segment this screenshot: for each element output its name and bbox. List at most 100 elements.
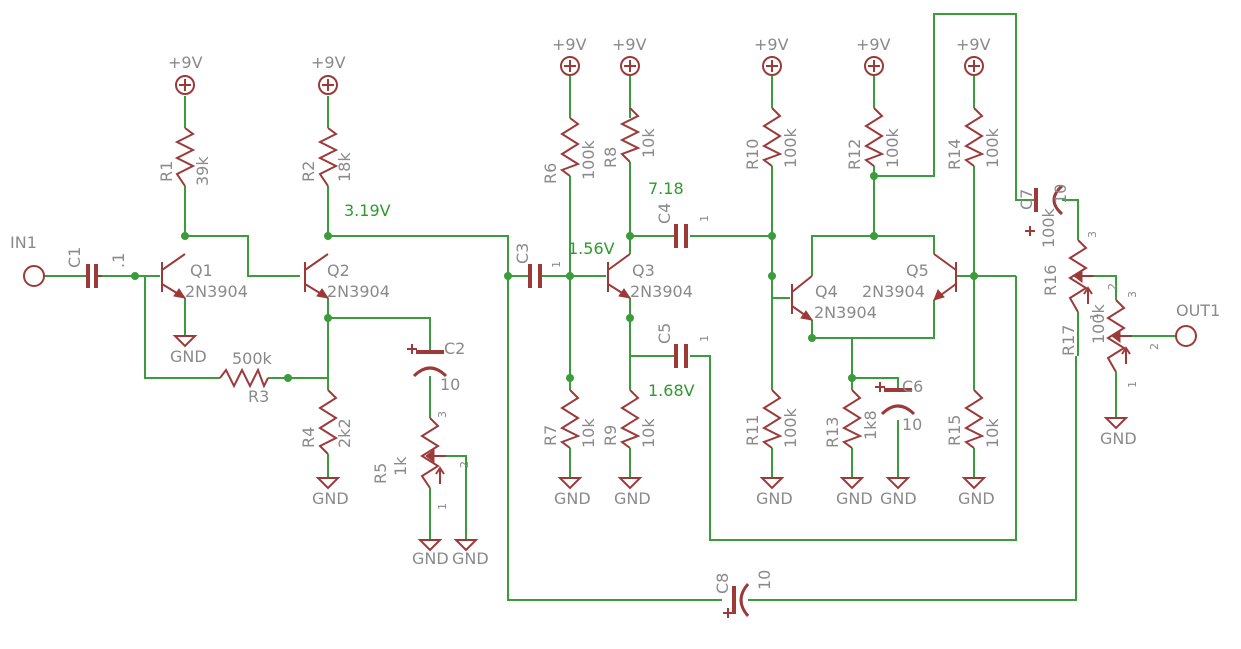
q5-part: 2N3904 [862,282,925,301]
supply-5 [762,56,782,76]
r7-label: R7 [541,425,560,446]
q5-symbol [933,253,957,301]
r3-symbol [219,367,269,389]
r9-symbol [619,389,641,449]
supply-label-5: +9V [754,35,789,54]
r17-pin2: 2 [1148,343,1161,350]
r2-value: 18k [335,152,354,182]
gnd-r7 [557,477,583,490]
supply-6 [864,56,884,76]
r5-pot [420,417,446,489]
gnd-label-r15: GND [958,489,995,508]
r3-value: 500k [232,349,273,368]
c3-value: 1 [550,261,563,268]
q3-part: 2N3904 [630,282,693,301]
gnd-r15 [961,477,987,490]
connectors [23,265,1197,347]
r6-symbol [559,117,581,177]
gnd-label-r17: GND [1100,429,1137,448]
r12-value: 100k [883,127,902,168]
c7-label: C7 [1017,189,1036,210]
r6-label: R6 [541,163,560,184]
supply-label-3: +9V [552,35,587,54]
voltage-q2-collector: 3.19V [344,201,391,220]
r1-label: R1 [157,161,176,182]
r16-pot [1068,239,1094,313]
r2-label: R2 [299,161,318,182]
r10-label: R10 [743,139,762,170]
r17-pin1: 1 [1126,381,1139,388]
r14-symbol [963,107,985,167]
r14-label: R14 [945,139,964,170]
c2-value: 10 [440,375,460,394]
c5-symbol [674,344,688,368]
c7-symbol [1025,184,1064,236]
r12-label: R12 [845,139,864,170]
r10-value: 100k [781,127,800,168]
c2-symbol [407,344,448,378]
c3-label: C3 [513,243,532,264]
labels: IN1 OUT1 +9V +9V +9V +9V +9V +9V +9V GND… [10,35,1220,594]
q5-label: Q5 [906,261,929,280]
q3-symbol [607,253,632,299]
c8-symbol [723,583,750,618]
c7-value: 10 [1051,184,1070,204]
c6-label: C6 [902,377,923,396]
r1-value: 39k [193,156,212,186]
q4-label: Q4 [815,282,838,301]
r13-symbol [841,389,863,449]
r9-value: 10k [639,418,658,448]
potentiometers [420,239,1132,489]
supply-label-7: +9V [956,35,991,54]
c2-label: C2 [444,339,465,358]
r11-value: 100k [781,407,800,448]
q2-symbol [304,253,330,299]
voltage-q3-emitter: 1.68V [648,381,695,400]
q4-part: 2N3904 [814,303,877,322]
r6-value: 100k [579,139,598,180]
r1-symbol [174,127,196,187]
c6-value: 10 [902,415,922,434]
r5-label: R5 [371,463,390,484]
r11-symbol [761,389,783,449]
supply-4 [620,56,640,76]
c4-label: C4 [655,203,674,224]
q4-symbol [791,275,814,321]
c5-label: C5 [655,323,674,344]
gnd-r5b [453,539,479,552]
r5-pin1: 1 [436,503,449,510]
r3-label: R3 [248,387,269,406]
r4-symbol [318,389,339,455]
c5-value: 1 [698,335,711,342]
r14-value: 100k [983,127,1002,168]
q1-label: Q1 [190,261,213,280]
c4-value: 1 [698,215,711,222]
voltage-q3-base: 1.56V [568,239,615,258]
wires [44,13,1176,601]
r8-label: R8 [601,147,620,168]
c1-label: C1 [65,247,84,268]
gnd-label-q1: GND [170,347,207,366]
gnd-label-r5b: GND [452,549,489,568]
r17-pin3: 3 [1126,291,1139,298]
capacitors [86,184,1064,618]
r17-value: 100k [1089,303,1108,344]
in1-connector [23,265,45,287]
r5-pin2: 2 [458,461,471,468]
supply-3 [560,56,580,76]
gnd-label-r13: GND [836,489,873,508]
r10-symbol [761,107,783,167]
gnd-label-r7: GND [554,489,591,508]
r13-label: R13 [823,417,842,448]
r12-symbol [863,107,885,167]
r13-value: 1k8 [861,410,880,440]
supply-2 [318,75,338,95]
voltage-q3-collector: 7.18 [648,179,684,198]
r15-label: R15 [945,415,964,446]
gnd-r11 [759,477,785,490]
c3-symbol [528,264,542,288]
r16-value-label: 100k [1039,207,1058,248]
r7-value: 10k [579,418,598,448]
gnd-label-r5a: GND [412,549,449,568]
